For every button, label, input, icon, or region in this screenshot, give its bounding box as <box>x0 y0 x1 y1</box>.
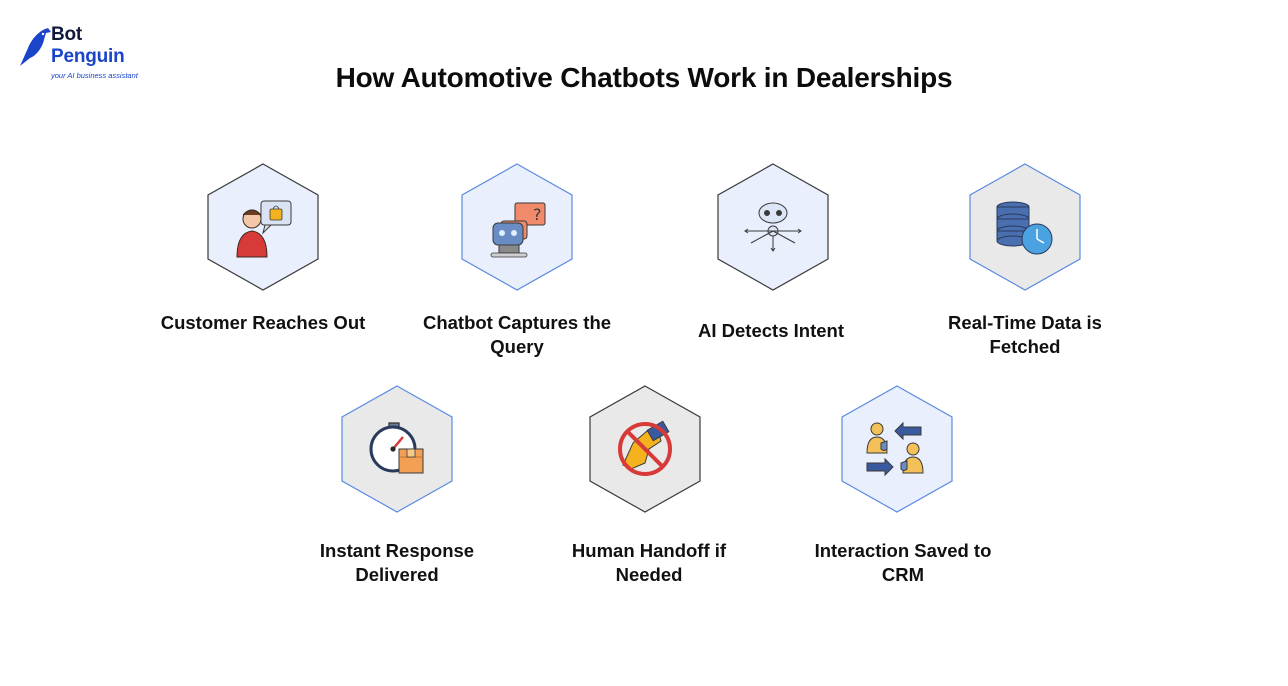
step-label: Chatbot Captures the Query <box>422 312 612 357</box>
step-label: Instant Response Delivered <box>319 540 475 585</box>
logo-tagline: your AI business assistant <box>51 71 138 80</box>
hexagon-frame <box>207 163 319 291</box>
step-label: Customer Reaches Out <box>160 312 366 333</box>
logo-word-penguin: Penguin <box>51 46 125 67</box>
hexagon-frame: ? <box>461 163 573 291</box>
no-hand-icon <box>618 420 672 476</box>
people-exchange-icon <box>866 421 924 477</box>
robot-chat-icon: ? <box>490 202 546 258</box>
ai-robot-arrows-icon <box>744 202 802 252</box>
penguin-logo-icon <box>20 28 51 66</box>
hexagon-frame <box>841 385 953 513</box>
logo-word-bot: Bot <box>51 24 83 45</box>
brand-logo: Bot Penguin your AI business assistant <box>18 24 148 84</box>
hexagon-frame <box>589 385 701 513</box>
hexagon-frame <box>341 385 453 513</box>
hexagon-frame <box>717 163 829 291</box>
svg-text:?: ? <box>533 205 542 224</box>
step-label: Interaction Saved to CRM <box>814 540 992 585</box>
step-label: AI Detects Intent <box>698 320 844 341</box>
page-title: How Automotive Chatbots Work in Dealersh… <box>335 62 953 93</box>
step-label: Human Handoff if Needed <box>571 540 727 585</box>
database-clock-icon <box>996 201 1053 255</box>
step-label: Real-Time Data is Fetched <box>948 312 1102 357</box>
hexagon-frame <box>969 163 1081 291</box>
customer-chat-icon <box>236 200 292 258</box>
stopwatch-box-icon <box>369 422 424 474</box>
